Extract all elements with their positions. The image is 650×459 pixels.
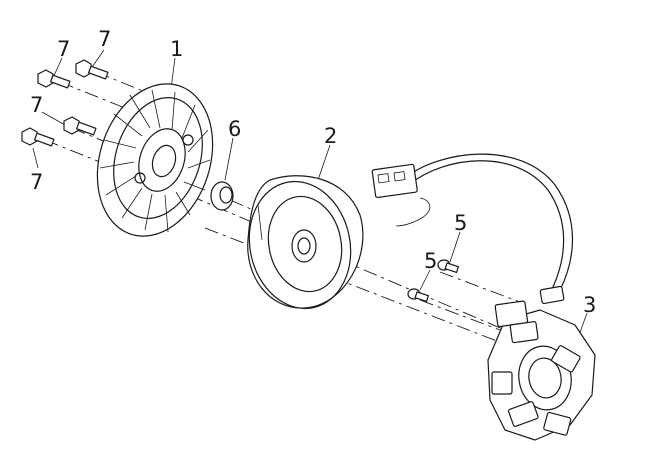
callout-5-upper: 5	[454, 211, 467, 235]
spacer-part-6	[210, 181, 234, 211]
callout-3: 3	[583, 293, 596, 317]
callout-5-lower: 5	[424, 249, 437, 273]
cooling-fan-part-1	[96, 83, 214, 237]
bolt-part-7-b	[75, 59, 109, 80]
callout-7-top-right: 7	[98, 27, 111, 51]
bolt-part-7-d	[21, 127, 55, 147]
stator-part-3	[487, 285, 596, 441]
flywheel-rotor-part-2	[247, 175, 364, 310]
callout-labels: 1 2 3 5 5 6 7 7 7 7	[30, 27, 596, 317]
callout-7-top-left: 7	[57, 37, 70, 61]
callout-7-middle: 7	[30, 93, 43, 117]
callout-6: 6	[228, 117, 241, 141]
screw-part-5-a	[437, 259, 460, 274]
bolt-part-7-a	[37, 69, 71, 89]
callout-7-bottom: 7	[30, 170, 43, 194]
bolt-part-7-c	[63, 116, 97, 136]
callout-1: 1	[170, 37, 183, 61]
wire-harness	[371, 153, 573, 291]
screw-part-5-b	[407, 288, 430, 303]
callout-2: 2	[324, 124, 337, 148]
